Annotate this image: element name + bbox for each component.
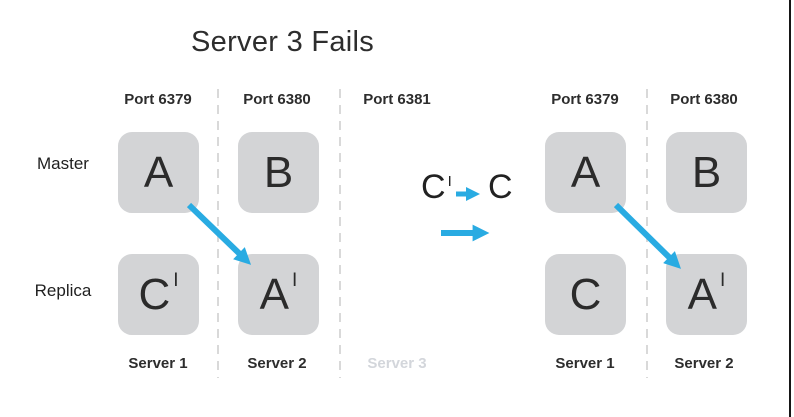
left-dashed-separator-1: [217, 89, 219, 378]
left-dashed-separator-2: [339, 89, 341, 378]
node-letter: C: [138, 269, 171, 319]
left-server-1-label: Server 1: [128, 355, 188, 372]
left-port-6381-label: Port 6381: [363, 91, 431, 108]
left-port-6379-label: Port 6379: [124, 91, 192, 108]
left-port-6380-label: Port 6380: [243, 91, 311, 108]
row-label-replica: Replica: [34, 281, 92, 300]
right-port-6380-label: Port 6380: [670, 91, 738, 108]
left-node-box-master-b: B: [238, 132, 319, 213]
node-letter: A: [687, 269, 718, 319]
node-letter: A: [259, 269, 290, 319]
node-letter: C: [569, 269, 602, 319]
node-prime-mark: I: [720, 270, 726, 291]
node-letter: B: [691, 147, 722, 197]
left-server-2-label: Server 2: [247, 355, 307, 372]
left-node-box-master-a: A: [118, 132, 199, 213]
row-label-master: Master: [37, 154, 89, 173]
node-letter: B: [263, 147, 294, 197]
diagram-title: Server 3 Fails: [191, 26, 375, 58]
annotation-to-letter-text: C: [488, 168, 513, 206]
annotation-prime-mark: I: [447, 173, 452, 190]
node-prime-mark: I: [292, 270, 298, 291]
slide-edge-border: [789, 0, 791, 417]
left-server-3-label-failed: Server 3: [367, 355, 427, 372]
right-server-2-label: Server 2: [674, 355, 734, 372]
right-server-1-label: Server 1: [555, 355, 615, 372]
node-prime-mark: I: [173, 270, 179, 291]
right-node-box-master-a: A: [545, 132, 626, 213]
node-letter: A: [143, 147, 174, 197]
right-node-box-replica-c: C: [545, 254, 626, 335]
right-dashed-separator: [646, 89, 648, 378]
annotation-from-letter-text: C: [421, 168, 446, 206]
annotation-to-letter: C: [488, 169, 513, 205]
node-letter: A: [570, 147, 601, 197]
right-node-box-master-b: B: [666, 132, 747, 213]
right-port-6379-label: Port 6379: [551, 91, 619, 108]
